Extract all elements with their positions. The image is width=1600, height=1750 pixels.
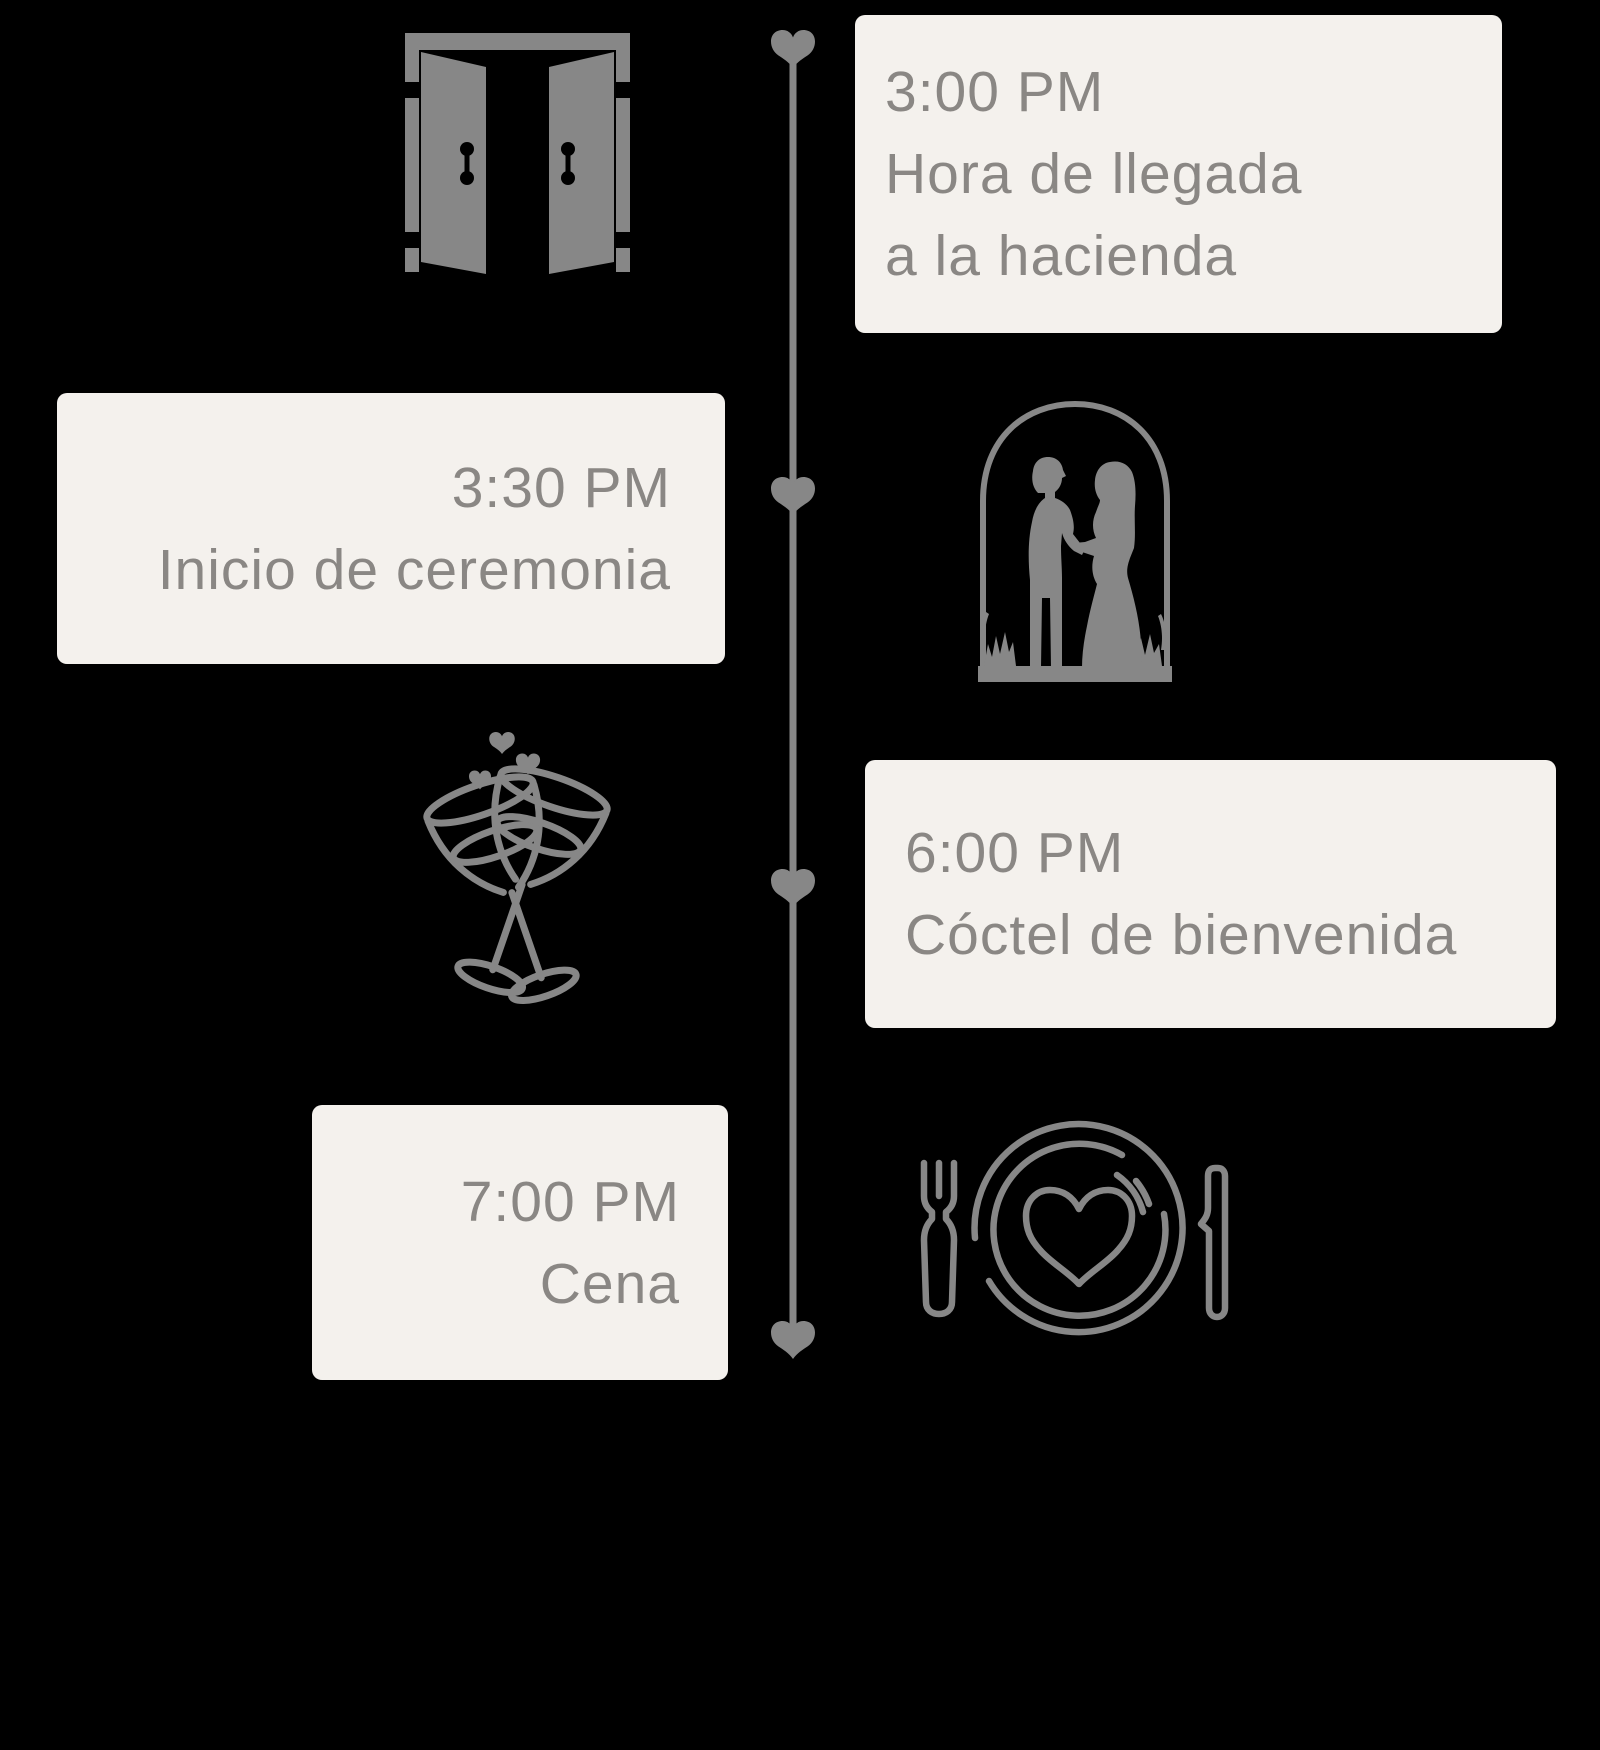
champagne-toast-icon xyxy=(378,726,650,1022)
event-card-dinner: 7:00 PM Cena xyxy=(312,1105,728,1380)
event-label: Inicio de ceremonia xyxy=(157,537,671,602)
hearts xyxy=(469,731,541,790)
knife-icon xyxy=(1197,1164,1229,1321)
timeline xyxy=(771,30,815,1359)
groom-silhouette xyxy=(1028,457,1086,668)
bride-silhouette xyxy=(1074,461,1142,668)
event-time: 7:00 PM xyxy=(460,1169,680,1234)
dinner-plate-heart-icon xyxy=(918,1112,1238,1344)
event-time: 3:30 PM xyxy=(451,455,671,520)
event-card-ceremony: 3:30 PM Inicio de ceremonia xyxy=(57,393,725,664)
heart-marker-icon xyxy=(771,30,815,68)
event-card-arrival: 3:00 PM Hora de llegada a la hacienda xyxy=(855,15,1502,333)
event-label: Cena xyxy=(539,1251,680,1316)
event-label: Cóctel de bienvenida xyxy=(905,903,1458,967)
event-label: a la hacienda xyxy=(885,224,1238,288)
ground xyxy=(978,666,1172,682)
event-card-cocktail: 6:00 PM Cóctel de bienvenida xyxy=(865,760,1556,1028)
event-label: Hora de llegada xyxy=(885,142,1303,206)
open-doors-icon xyxy=(405,33,630,275)
heart-marker-icon xyxy=(771,477,815,515)
heart-outline-icon xyxy=(1022,1186,1136,1288)
bride-groom-arch-icon xyxy=(978,396,1172,686)
fork-icon xyxy=(920,1159,958,1318)
heart-marker-icon xyxy=(771,869,815,907)
heart-marker-icon xyxy=(771,1321,815,1359)
event-time: 3:00 PM xyxy=(885,60,1105,124)
plate xyxy=(971,1120,1186,1336)
arch-outline xyxy=(980,400,1170,668)
event-time: 6:00 PM xyxy=(905,821,1125,885)
